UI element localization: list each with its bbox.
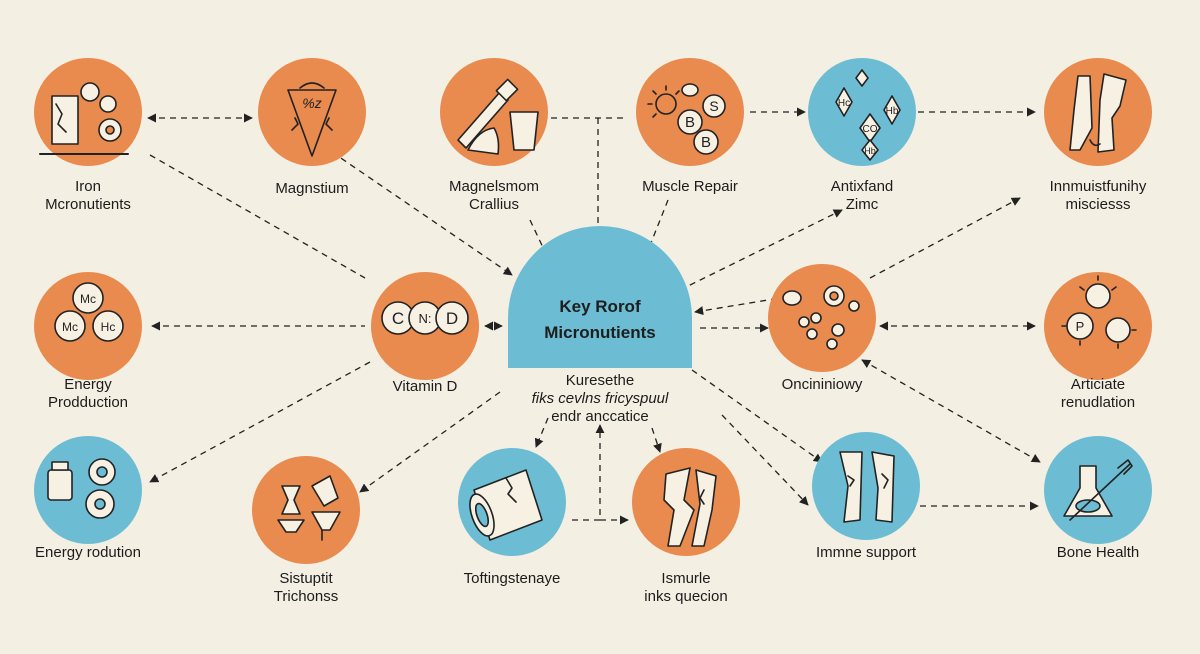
broken-bone-icon: [1069, 73, 1127, 153]
magnstium-icon-text: %z: [302, 95, 321, 111]
label-bone-health: Bone Health: [1056, 544, 1140, 561]
node-circle-iron: [34, 58, 142, 166]
fracture-icon: [663, 467, 717, 547]
icon-text-c: C: [392, 309, 404, 328]
hub-subtitle-line-1: Kuresethe: [565, 372, 635, 389]
icon-text-co: CO: [863, 124, 878, 135]
arrow-hub-immune: [691, 369, 823, 463]
label-immune-support: Immne support: [815, 544, 917, 561]
arrow-hub-antix: [679, 209, 843, 291]
label-iron: Iron Mcronutients: [45, 178, 131, 213]
sun-vitamin-icon: B S B: [647, 83, 726, 155]
flask-tool-icon: [1063, 459, 1133, 521]
arrow-onc-bone: [861, 359, 1041, 463]
label-ismurle: Ismurle inks quecion: [644, 570, 728, 605]
arrow-hub-sistuptit: [359, 391, 501, 493]
icon-text-s: S: [709, 98, 718, 114]
icon-text-hb2: Hb: [864, 146, 876, 156]
node-circle-antix: [808, 58, 916, 166]
icon-text-p: P: [1076, 319, 1085, 334]
lightning-shield-icon: %z: [287, 82, 337, 157]
label-magnstium: Magnstium: [275, 180, 349, 197]
label-vitamin-d: Vitamin D: [392, 378, 458, 395]
molecule-icon: Hc CO Hb Hb: [835, 69, 901, 161]
scroll-icon: [469, 469, 543, 541]
label-sistuptit: Sistuptit Trichonss: [273, 570, 339, 605]
cells-icon: [782, 285, 860, 350]
label-antixfand: Antixfand Zimc: [830, 178, 894, 213]
arrow-magnstium-hub: [331, 151, 513, 276]
icon-text-b2: B: [701, 134, 711, 151]
arrow-hub-onc-1: [694, 297, 781, 316]
icon-text-mc: Mc: [80, 292, 96, 306]
hub-dome: [508, 226, 692, 368]
label-muscle-repair: Muscle Repair: [642, 178, 738, 195]
node-circle-articiate: [1044, 272, 1152, 380]
icon-text-mc2: Mc: [62, 320, 78, 334]
node-circle-immune: [812, 432, 920, 540]
label-toftingstenaye: Toftingstenaye: [463, 570, 561, 587]
virus-icon: P: [1061, 275, 1137, 349]
label-articiate: Articiate renudlation: [1060, 376, 1136, 411]
label-oncininiowy: Oncininiowy: [781, 376, 863, 393]
label-energy-rodution: Energy rodution: [35, 544, 141, 561]
icon-text-n: N:: [419, 311, 432, 326]
tools-gears-icon: [39, 82, 129, 155]
arrow-hub-immune-2: [721, 414, 809, 506]
node-circle-onc: [768, 264, 876, 372]
bottle-gears-icon: [47, 458, 116, 519]
hub-subtitle-line-3: endr anccatice: [551, 408, 649, 425]
label-innmuistfunihy: Innmuistfunihy misciesss: [1049, 178, 1147, 213]
arrow-sub-tofting: [534, 417, 549, 448]
node-circle-energy: [34, 272, 142, 380]
icon-text-b1: B: [685, 114, 695, 131]
element-circles-icon: Mc Mc Hc: [54, 282, 124, 342]
arrow-iron-vitamin: [149, 154, 366, 279]
node-circle-sistuptit: [252, 456, 360, 564]
hub-subtitle-line-2: fiks cevlns fricyspuul: [531, 390, 669, 407]
hub-title: Key Rorof Micronutients: [544, 297, 656, 342]
label-magnelsmom: Magnelsmom Crallius: [448, 178, 540, 213]
arrow-tofting-hub: [572, 424, 605, 521]
icon-text-hc2: Hc: [101, 320, 116, 334]
arrow-sub-ismurle: [651, 427, 662, 453]
icon-text-d: D: [446, 309, 458, 328]
connector-arrows: [147, 107, 1041, 525]
icon-text-hb1: Hb: [886, 106, 899, 117]
pipette-cup-icon: [457, 78, 539, 155]
cnd-chain-icon: C N: D: [381, 301, 469, 335]
label-energy-production: Energy Prodduction: [47, 376, 129, 411]
icon-text-hc: Hc: [838, 98, 850, 109]
funnels-icon: [277, 475, 341, 541]
arrow-vitamin-energy2: [149, 361, 371, 483]
bone-pair-icon: [839, 451, 895, 523]
